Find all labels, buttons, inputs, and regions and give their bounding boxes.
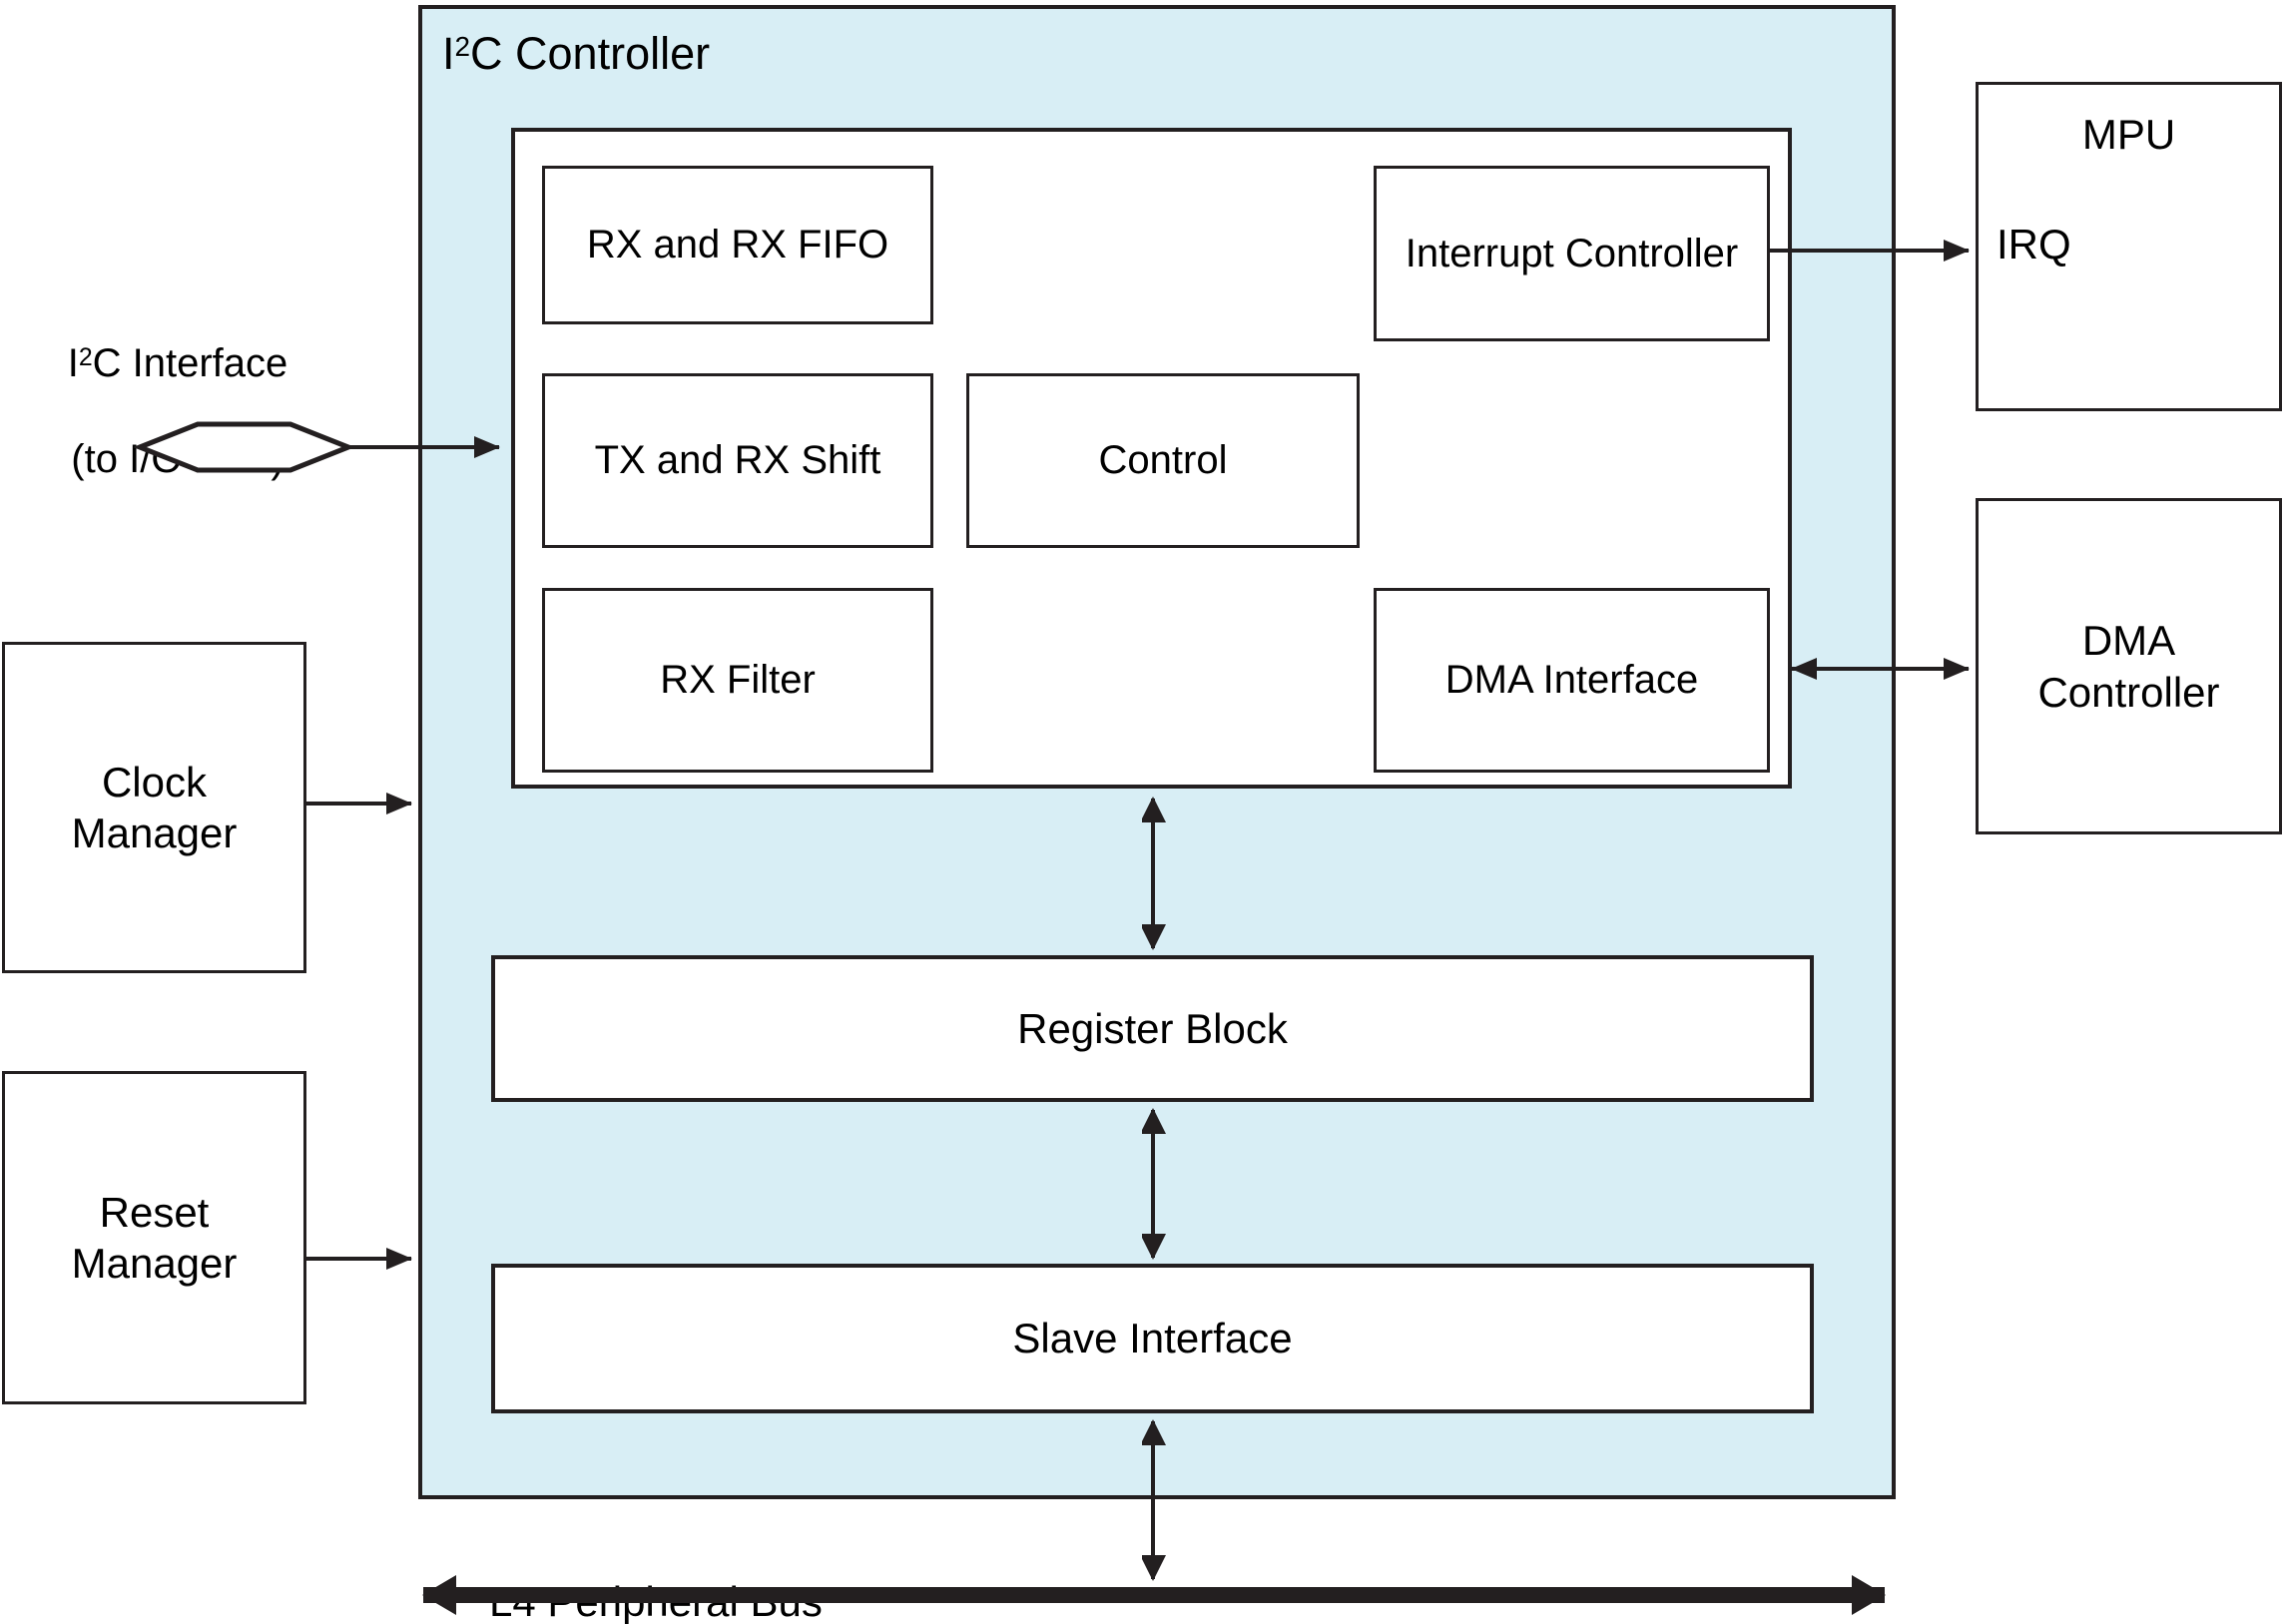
block-rx-filter[interactable]: RX Filter <box>542 588 933 773</box>
block-tx-and-rx-shift[interactable]: TX and RX Shift <box>542 373 933 548</box>
i2c-controller-title-suffix: C Controller <box>470 28 711 79</box>
block-interrupt-controller[interactable]: Interrupt Controller <box>1374 166 1770 341</box>
block-clock-manager-label: Clock Manager <box>71 758 238 856</box>
block-control-label: Control <box>1098 438 1228 483</box>
block-slave-interface[interactable]: Slave Interface <box>491 1264 1814 1413</box>
block-register-block-label: Register Block <box>1017 1004 1288 1052</box>
block-slave-interface-label: Slave Interface <box>1012 1315 1293 1362</box>
block-dma-controller[interactable]: DMA Controller <box>1976 498 2282 834</box>
block-mpu-irq-port: IRQ <box>1997 221 2071 268</box>
block-clock-manager[interactable]: Clock Manager <box>2 642 306 973</box>
i2c-interface-label-superscript: 2 <box>78 343 93 371</box>
block-reset-manager[interactable]: Reset Manager <box>2 1071 306 1404</box>
block-reset-manager-label: Reset Manager <box>71 1188 238 1287</box>
i2c-controller-title-prefix: I <box>442 28 455 79</box>
block-dma-interface[interactable]: DMA Interface <box>1374 588 1770 773</box>
block-interrupt-controller-label: Interrupt Controller <box>1405 231 1739 275</box>
block-control[interactable]: Control <box>966 373 1360 548</box>
block-register-block[interactable]: Register Block <box>491 955 1814 1102</box>
i2c-controller-title: I2C Controller <box>442 28 710 80</box>
block-dma-controller-label: DMA Controller <box>2037 617 2220 716</box>
block-tx-and-rx-shift-label: TX and RX Shift <box>594 438 881 483</box>
i2c-interface-label-line1: I2C Interface <box>28 339 327 387</box>
block-rx-filter-label: RX Filter <box>660 658 816 703</box>
block-dma-interface-label: DMA Interface <box>1444 658 1699 703</box>
i2c-interface-label-prefix: I <box>67 341 79 385</box>
block-mpu-title: MPU <box>2081 111 2176 158</box>
block-rx-and-rx-fifo-label: RX and RX FIFO <box>586 223 889 268</box>
i2c-controller-title-superscript: 2 <box>454 31 471 63</box>
io-pin-hexagon-icon <box>133 421 355 473</box>
block-rx-and-rx-fifo[interactable]: RX and RX FIFO <box>542 166 933 324</box>
i2c-interface-label-suffix: C Interface <box>92 341 288 385</box>
block-mpu[interactable]: MPU IRQ <box>1976 82 2282 411</box>
